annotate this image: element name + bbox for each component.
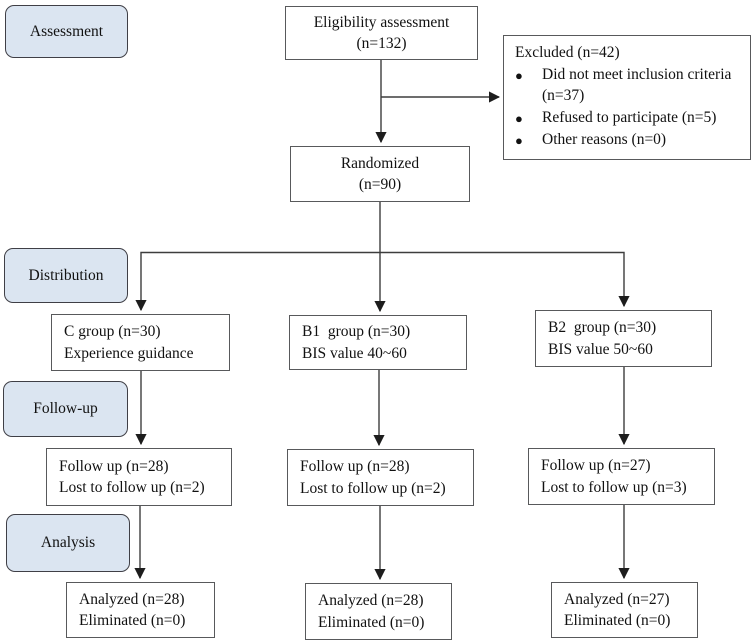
node-randomized: Randomized (n=90) bbox=[290, 146, 470, 202]
node-text-line: Follow up (n=28) bbox=[59, 457, 169, 475]
arrow-randomized-to-b2 bbox=[380, 251, 630, 308]
node-c-group: C group (n=30) Experience guidance bbox=[51, 314, 230, 371]
node-b2-group: B2 group (n=30) BIS value 50~60 bbox=[535, 310, 712, 367]
node-text-line: Lost to follow up (n=2) bbox=[300, 479, 446, 497]
excluded-item: ● Did not meet inclusion criteria (n=37) bbox=[515, 64, 744, 107]
arrow-randomized-to-c bbox=[135, 251, 380, 312]
node-text-line: Follow up (n=27) bbox=[541, 457, 651, 474]
excluded-item: ● Other reasons (n=0) bbox=[515, 129, 744, 152]
excluded-title: Excluded (n=42) bbox=[515, 44, 620, 61]
node-text-line: Experience guidance bbox=[64, 344, 194, 362]
excluded-item: ● Refused to participate (n=5) bbox=[515, 107, 744, 130]
node-text-line: Eliminated (n=0) bbox=[79, 612, 186, 629]
node-followup-b2: Follow up (n=27) Lost to follow up (n=3) bbox=[528, 448, 715, 505]
bullet-icon: ● bbox=[515, 110, 523, 126]
node-analyzed-c: Analyzed (n=28) Eliminated (n=0) bbox=[66, 582, 215, 638]
node-text-line: Analyzed (n=28) bbox=[318, 592, 424, 609]
node-b1-group: B1 group (n=30) BIS value 40~60 bbox=[289, 315, 467, 370]
stage-label-analysis: Analysis bbox=[6, 514, 130, 572]
node-eligibility: Eligibility assessment (n=132) bbox=[285, 6, 478, 60]
stage-label-text: Analysis bbox=[40, 534, 96, 551]
node-analyzed-b1: Analyzed (n=28) Eliminated (n=0) bbox=[305, 583, 452, 640]
stage-label-text: Distribution bbox=[28, 266, 104, 284]
node-text-line: B1 group (n=30) bbox=[302, 323, 411, 340]
bullet-icon: ● bbox=[515, 67, 523, 83]
node-followup-b1: Follow up (n=28) Lost to follow up (n=2) bbox=[287, 449, 474, 506]
node-text-line: Eliminated (n=0) bbox=[564, 612, 671, 629]
node-followup-c: Follow up (n=28) Lost to follow up (n=2) bbox=[46, 448, 232, 506]
bullet-icon: ● bbox=[515, 133, 523, 148]
node-text-line: Lost to follow up (n=3) bbox=[541, 478, 687, 496]
node-text-line: Follow up (n=28) bbox=[300, 458, 410, 475]
stage-label-text: Assessment bbox=[29, 22, 104, 40]
node-text-line: Eliminated (n=0) bbox=[318, 613, 425, 631]
node-text-line: B2 group (n=30) bbox=[548, 319, 657, 336]
node-text-line: Analyzed (n=28) bbox=[79, 590, 185, 608]
node-excluded: Excluded (n=42) ● Did not meet inclusion… bbox=[503, 35, 751, 160]
node-text-line: (n=132) bbox=[356, 35, 407, 52]
excluded-item-text: Did not meet inclusion criteria (n=37) bbox=[542, 65, 736, 105]
node-text-line: Lost to follow up (n=2) bbox=[59, 479, 205, 496]
node-text-line: Eligibility assessment bbox=[313, 13, 450, 31]
node-text-line: C group (n=30) bbox=[64, 323, 161, 340]
node-text-line: BIS value 40~60 bbox=[302, 344, 407, 362]
stage-label-assessment: Assessment bbox=[5, 5, 128, 58]
node-analyzed-b2: Analyzed (n=27) Eliminated (n=0) bbox=[551, 582, 698, 638]
excluded-item-text: Refused to participate (n=5) bbox=[542, 108, 717, 126]
node-text-line: (n=90) bbox=[358, 176, 402, 193]
node-text-line: Analyzed (n=27) bbox=[564, 590, 670, 608]
stage-label-text: Follow-up bbox=[33, 400, 98, 417]
node-text-line: BIS value 50~60 bbox=[548, 340, 653, 358]
stage-label-distribution: Distribution bbox=[4, 248, 128, 303]
excluded-item-text: Other reasons (n=0) bbox=[542, 131, 667, 148]
node-text-line: Randomized bbox=[340, 154, 420, 172]
stage-label-followup: Follow-up bbox=[3, 381, 128, 437]
